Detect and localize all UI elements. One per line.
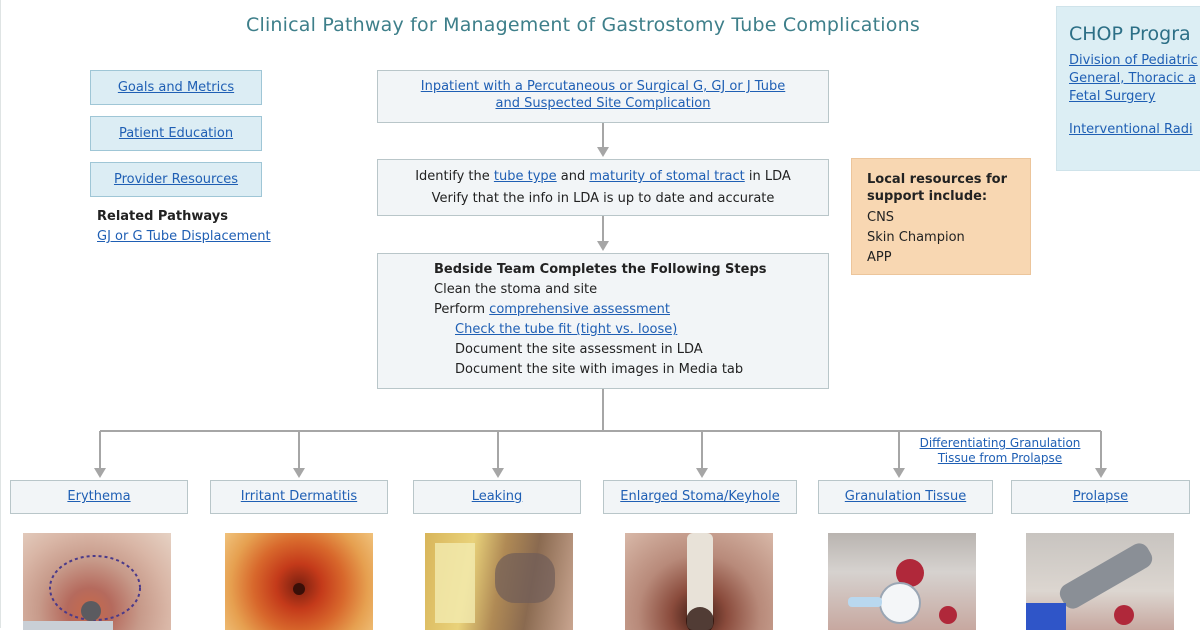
patient-education-button[interactable]: Patient Education xyxy=(90,116,262,151)
category-erythema[interactable]: Erythema xyxy=(10,480,188,514)
category-label[interactable]: Erythema xyxy=(67,489,131,504)
category-label[interactable]: Enlarged Stoma/Keyhole xyxy=(620,489,780,504)
leaking-photo xyxy=(425,533,573,630)
provider-resources-button[interactable]: Provider Resources xyxy=(90,162,262,197)
arrowhead-icon xyxy=(597,147,609,157)
general-thoracic-link[interactable]: General, Thoracic a xyxy=(1069,71,1196,86)
arrowhead-icon xyxy=(1095,468,1107,478)
chop-programs-heading: CHOP Progra xyxy=(1069,23,1191,45)
erythema-photo xyxy=(23,533,171,630)
category-enlarged-stoma[interactable]: Enlarged Stoma/Keyhole xyxy=(603,480,797,514)
identify-text: Identify the xyxy=(415,169,494,184)
category-label[interactable]: Granulation Tissue xyxy=(844,489,967,504)
step-inpatient-box[interactable]: Inpatient with a Percutaneous or Surgica… xyxy=(377,70,829,123)
patient-education-link[interactable]: Patient Education xyxy=(118,126,234,141)
local-resource-item: CNS xyxy=(867,210,895,225)
verify-text: Verify that the info in LDA is up to dat… xyxy=(431,191,775,206)
irritant-dermatitis-photo xyxy=(225,533,373,630)
identify-and-text: and xyxy=(556,169,590,184)
tube-type-link[interactable]: tube type xyxy=(493,169,557,184)
arrowhead-icon xyxy=(293,468,305,478)
page-title: Clinical Pathway for Management of Gastr… xyxy=(246,14,920,36)
step-bedside-box: Bedside Team Completes the Following Ste… xyxy=(377,253,829,389)
goals-and-metrics-button[interactable]: Goals and Metrics xyxy=(90,70,262,105)
step-identify-box: Identify the tube type and maturity of s… xyxy=(377,159,829,216)
category-leaking[interactable]: Leaking xyxy=(413,480,581,514)
identify-post-text: in LDA xyxy=(744,169,791,184)
inpatient-link-line1[interactable]: Inpatient with a Percutaneous or Surgica… xyxy=(420,79,786,94)
maturity-of-stomal-tract-link[interactable]: maturity of stomal tract xyxy=(589,169,745,184)
local-resource-item: APP xyxy=(867,250,892,265)
inpatient-link-line2[interactable]: and Suspected Site Complication xyxy=(495,96,711,111)
document-images-text: Document the site with images in Media t… xyxy=(455,362,744,377)
related-pathways-heading: Related Pathways xyxy=(97,209,228,224)
document-assessment-text: Document the site assessment in LDA xyxy=(455,342,703,357)
arrowhead-icon xyxy=(696,468,708,478)
check-tube-fit-link[interactable]: Check the tube fit (tight vs. loose) xyxy=(455,322,678,337)
category-irritant-dermatitis[interactable]: Irritant Dermatitis xyxy=(210,480,388,514)
arrowhead-icon xyxy=(492,468,504,478)
provider-resources-link[interactable]: Provider Resources xyxy=(113,172,239,187)
granulation-tissue-photo xyxy=(828,533,976,630)
category-granulation-tissue[interactable]: Granulation Tissue xyxy=(818,480,993,514)
goals-and-metrics-link[interactable]: Goals and Metrics xyxy=(117,80,235,95)
category-label[interactable]: Prolapse xyxy=(1072,489,1129,504)
division-pediatric-link[interactable]: Division of Pediatric xyxy=(1069,53,1198,68)
arrowhead-icon xyxy=(597,241,609,251)
perform-text: Perform xyxy=(434,302,490,317)
fetal-surgery-link[interactable]: Fetal Surgery xyxy=(1069,89,1156,104)
category-label[interactable]: Leaking xyxy=(471,489,523,504)
chop-programs-panel: CHOP Progra Division of Pediatric Genera… xyxy=(1056,6,1200,171)
arrowhead-icon xyxy=(893,468,905,478)
comprehensive-assessment-link[interactable]: comprehensive assessment xyxy=(489,302,670,317)
category-prolapse[interactable]: Prolapse xyxy=(1011,480,1190,514)
gj-tube-displacement-link[interactable]: GJ or G Tube Displacement xyxy=(97,229,271,244)
category-label[interactable]: Irritant Dermatitis xyxy=(240,489,358,504)
bedside-heading: Bedside Team Completes the Following Ste… xyxy=(434,262,767,277)
clean-stoma-text: Clean the stoma and site xyxy=(434,282,598,297)
interventional-radiology-link[interactable]: Interventional Radi xyxy=(1069,122,1193,137)
local-resource-item: Skin Champion xyxy=(867,230,965,245)
prolapse-photo xyxy=(1026,533,1174,630)
arrowhead-icon xyxy=(94,468,106,478)
enlarged-stoma-photo xyxy=(625,533,773,630)
